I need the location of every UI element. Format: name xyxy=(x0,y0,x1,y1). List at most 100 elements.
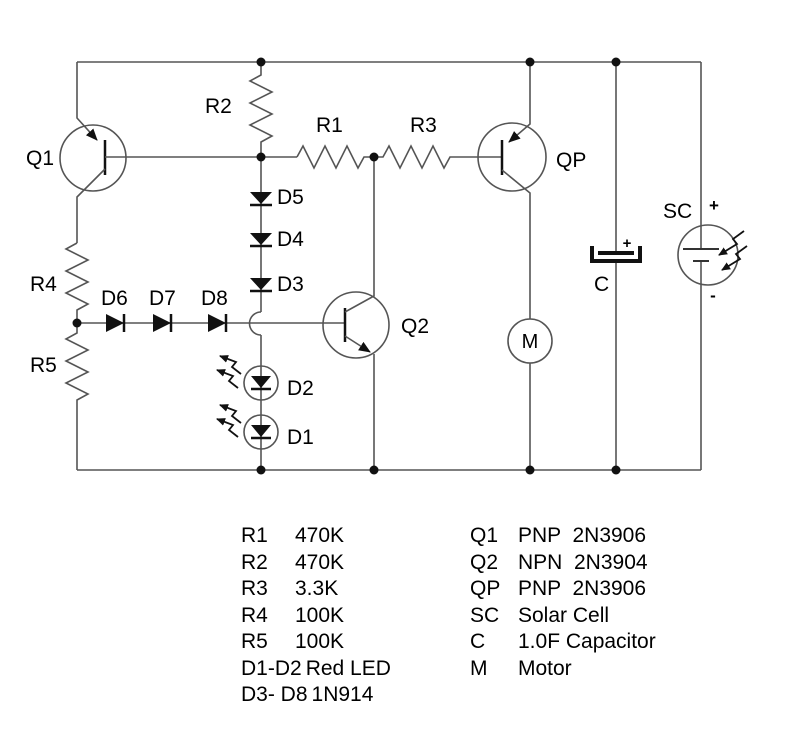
solar-cell-body-circle xyxy=(677,224,739,286)
qp-emitter-wire xyxy=(508,62,531,143)
d4-diode-triangle xyxy=(250,233,272,245)
legend-row: C 1.0F Capacitor xyxy=(470,629,656,656)
part-value: 100K xyxy=(295,603,345,627)
d2-light-ray-icon xyxy=(219,355,242,375)
part-value: NPN 2N3904 xyxy=(518,550,648,574)
part-value: 1N914 xyxy=(311,683,374,706)
capacitor-label: C xyxy=(594,273,609,296)
capacitor: + C xyxy=(590,62,642,470)
d1-label: D1 xyxy=(287,426,314,449)
q2-body-circle xyxy=(322,291,390,359)
part-ref: R2 xyxy=(241,550,268,574)
junction-dot xyxy=(525,57,535,67)
resistor-r4: R4 xyxy=(30,242,90,323)
transistor-q1: Q1 xyxy=(26,62,297,243)
part-ref: D3- D8 xyxy=(241,683,308,706)
q1-emitter-wire xyxy=(76,62,98,141)
motor: M xyxy=(507,318,553,470)
part-ref: Q2 xyxy=(470,550,499,574)
junction-dot xyxy=(256,465,266,475)
transistor-qp: QP xyxy=(477,62,586,319)
r3-zigzag xyxy=(374,144,502,170)
legend-row: R5 100K xyxy=(241,629,391,656)
power-rails xyxy=(77,61,702,471)
r4-label: R4 xyxy=(30,273,57,296)
part-value: 1.0F Capacitor xyxy=(518,630,656,653)
d7-diode-triangle xyxy=(153,314,171,332)
part-ref: C xyxy=(470,630,486,653)
part-ref: R3 xyxy=(241,577,268,600)
d4-label: D4 xyxy=(277,228,304,251)
resistor-r1: R1 xyxy=(296,114,374,170)
d2-label: D2 xyxy=(287,377,314,400)
solar-cell-minus-sign: - xyxy=(710,286,716,305)
legend-row: Q1 PNP 2N3906 xyxy=(470,523,656,550)
q2-collector-wire xyxy=(344,157,375,313)
d1-body-circle xyxy=(243,414,279,450)
junction-dot xyxy=(256,152,266,162)
part-ref: QP xyxy=(470,577,501,600)
r1-label: R1 xyxy=(316,114,343,137)
part-ref: R4 xyxy=(241,603,268,627)
d5-label: D5 xyxy=(277,186,304,209)
q2-emitter-arrow xyxy=(344,335,371,353)
resistor-r2: R2 xyxy=(205,62,274,157)
part-value: Solar Cell xyxy=(518,603,610,627)
part-ref: R5 xyxy=(241,630,268,653)
r2-zigzag xyxy=(248,62,274,157)
part-ref: Q1 xyxy=(470,524,499,547)
diode-column: D5 D4 D3 xyxy=(248,157,304,470)
d3-label: D3 xyxy=(277,273,304,296)
d8-label: D8 xyxy=(201,287,228,310)
d8-diode-triangle xyxy=(208,314,226,332)
d5-diode-triangle xyxy=(250,192,272,204)
d6-diode-triangle xyxy=(106,314,124,332)
junction-dots xyxy=(72,57,621,475)
led-d2: D2 xyxy=(216,355,314,401)
d3-diode-triangle xyxy=(250,278,272,290)
transistor-q2: Q2 xyxy=(322,157,429,470)
legend-row: R4 100K xyxy=(241,603,391,630)
q1-label: Q1 xyxy=(26,147,54,170)
r5-zigzag xyxy=(64,323,90,470)
part-value: 100K xyxy=(295,630,345,653)
resistor-r3: R3 xyxy=(374,114,502,170)
r5-label: R5 xyxy=(30,354,57,377)
d2-body-circle xyxy=(243,365,279,401)
d7-label: D7 xyxy=(149,287,176,310)
part-value: 470K xyxy=(295,524,345,547)
capacitor-plus-sign: + xyxy=(623,235,632,252)
qp-label: QP xyxy=(556,149,586,172)
circuit-diagram: Q1 R2 R1 R3 QP xyxy=(26,57,748,475)
d2-light-ray-icon xyxy=(216,369,239,389)
part-value: PNP 2N3906 xyxy=(518,524,647,547)
capacitor-negative-plate xyxy=(590,246,642,263)
r1-zigzag xyxy=(296,144,374,170)
q1-body-circle xyxy=(59,124,127,192)
part-value: Motor xyxy=(518,656,572,680)
q2-label: Q2 xyxy=(401,315,429,338)
legend-row: Q2 NPN 2N3904 xyxy=(470,550,656,577)
legend-row: R1 470K xyxy=(241,523,391,550)
r2-label: R2 xyxy=(205,95,232,118)
solar-cell-light-ray-icon xyxy=(721,245,748,271)
d1-light-ray-icon xyxy=(216,418,239,438)
solar-cell-label: SC xyxy=(663,200,692,223)
diode-chain-horizontal: D6 D7 D8 xyxy=(77,287,345,332)
part-ref: R1 xyxy=(241,524,268,547)
part-ref: D1-D2 xyxy=(241,656,302,680)
q1-collector-wire xyxy=(76,168,106,243)
r4-zigzag xyxy=(64,242,90,323)
solar-cell: SC + - xyxy=(663,196,748,305)
qp-body-circle xyxy=(477,122,547,192)
d2-diode-triangle xyxy=(251,376,271,388)
d1-light-ray-icon xyxy=(219,404,242,424)
